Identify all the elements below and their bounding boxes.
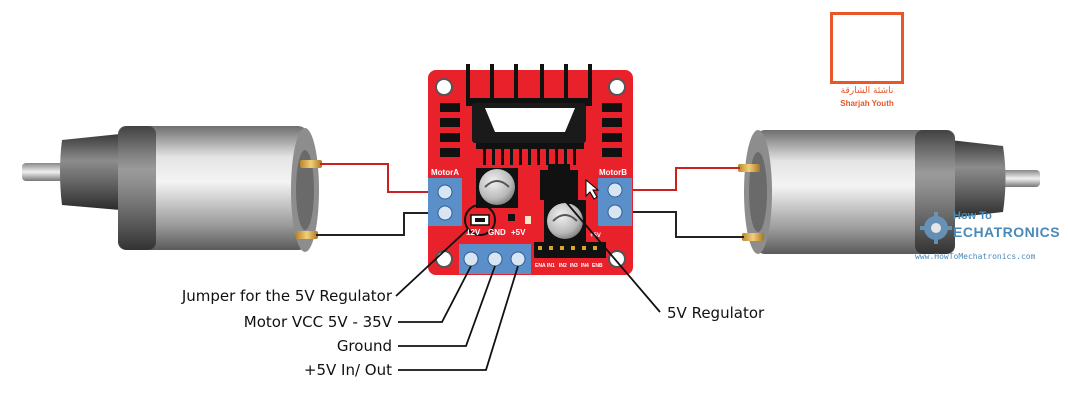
mounting-hole — [608, 78, 626, 96]
leader-ground — [398, 265, 496, 347]
wire-left-red — [320, 163, 432, 193]
wire-right-black — [632, 211, 744, 238]
right-motor-terminal-top — [738, 164, 760, 172]
left-motor-terminal-top — [300, 160, 322, 168]
pin-gnd-label: GND — [488, 228, 506, 237]
motor-wires — [316, 163, 744, 238]
right-motor-shaft — [1000, 170, 1040, 187]
leader-jumper — [395, 228, 469, 297]
right-motor-gearbox — [950, 140, 1006, 218]
motor-a-terminal: MotorA — [428, 168, 462, 226]
logo-frame — [830, 12, 904, 84]
motor-b-terminal: MotorB — [598, 168, 632, 226]
watermark-mechatronics: ECHATRONICS — [953, 224, 1061, 240]
l298n-board: MotorA MotorB — [428, 64, 633, 275]
header-label: IN4 — [581, 263, 589, 269]
callout-ground-label: Ground — [336, 337, 392, 355]
control-header: +5V ENA IN1 IN2 IN3 IN4 ENB — [534, 233, 606, 269]
left-motor-terminal-bottom — [296, 231, 318, 239]
callout-motor-vcc-label: Motor VCC 5V - 35V — [243, 313, 392, 331]
right-motor-terminal-bottom — [742, 233, 764, 241]
diodes-left — [440, 103, 460, 157]
header-label: IN3 — [570, 263, 578, 269]
5v-jumper — [464, 204, 496, 236]
callout-regulator-label: 5V Regulator — [667, 304, 765, 322]
jumper-highlight-circle — [464, 204, 496, 236]
right-motor — [738, 130, 1040, 254]
mounting-hole — [608, 250, 626, 268]
watermark-howto: How To — [953, 210, 992, 222]
leader-regulator — [565, 201, 661, 313]
logo-arabic-text: ناشئة الشارقة — [840, 86, 894, 96]
left-motor — [22, 126, 322, 252]
header-label: IN2 — [559, 263, 567, 269]
pin-12v-label: 12V — [466, 228, 481, 237]
capacitor-2 — [544, 200, 586, 242]
logo-english-text: Sharjah Youth — [840, 99, 894, 108]
right-motor-body — [755, 130, 955, 254]
watermark-url: www.HowToMechatronics.com — [915, 252, 1036, 261]
wire-right-red — [632, 167, 740, 191]
mouse-cursor-icon — [585, 178, 600, 200]
callout-jumper-label: Jumper for the 5V Regulator — [181, 287, 392, 305]
5v-regulator-chip — [540, 164, 578, 204]
gear-icon — [920, 212, 952, 244]
left-motor-shaft — [22, 163, 64, 181]
heat-sink — [466, 64, 592, 165]
pin-5v-label: +5V — [511, 228, 526, 237]
power-terminal — [459, 244, 531, 274]
header-label: ENA — [535, 263, 546, 269]
callout-5v-label: +5V In/ Out — [303, 361, 392, 379]
wire-left-black — [316, 212, 432, 236]
diodes-right — [602, 103, 622, 157]
mounting-hole — [435, 78, 453, 96]
motor-a-label: MotorA — [431, 168, 459, 177]
motor-b-label: MotorB — [599, 168, 627, 177]
mounting-hole — [435, 250, 453, 268]
callout-lines — [395, 201, 661, 371]
header-label: ENB — [592, 263, 603, 269]
left-motor-body — [118, 126, 308, 250]
capacitor-1 — [476, 168, 518, 208]
leader-5v — [398, 265, 519, 371]
left-motor-gearbox — [60, 134, 120, 210]
header-label: IN1 — [547, 263, 555, 269]
leader-motor-vcc — [398, 265, 472, 323]
